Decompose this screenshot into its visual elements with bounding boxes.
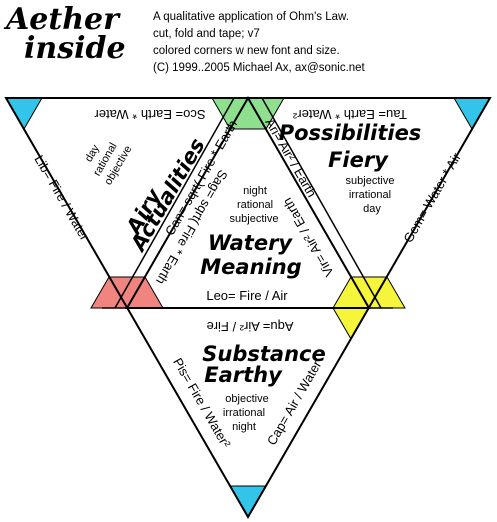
meaning-title: Meaning	[200, 255, 301, 279]
header-line4: (C) 1999..2005 Michael Ax, ax@sonic.net	[153, 62, 366, 74]
earthy-desc-objective: objective	[225, 393, 268, 405]
fiery-desc-subjective: subjective	[346, 175, 395, 187]
fiery-desc-day: day	[363, 203, 381, 215]
earthy-panel: Aqu= Air² / Fire Substance Earthy object…	[170, 319, 326, 451]
earthy-desc-night: night	[232, 421, 256, 433]
fold-line-left	[114, 97, 235, 309]
cyan-corner-top-left	[5, 97, 43, 130]
watery-desc-subjective: subjective	[230, 213, 279, 225]
gem-formula: Gem= Water * Air	[400, 150, 464, 246]
fold-line-right	[261, 97, 382, 309]
fiery-title: Fiery	[328, 148, 389, 172]
earthy-title: Earthy	[204, 363, 283, 387]
sco-formula: Sco= Earth * Water	[94, 107, 206, 122]
header-text: A qualitative application of Ohm's Law. …	[153, 11, 366, 74]
fiery-panel: Possibilities Fiery subjective irrationa…	[262, 107, 464, 279]
logo-line2: inside	[24, 31, 126, 66]
logo-line1: Aether	[3, 2, 121, 37]
aqu-formula: Aqu= Air² / Fire	[206, 319, 293, 334]
lib-formula: Lib= Fire / Water	[31, 152, 92, 243]
aether-inside-logo: Aether inside	[3, 2, 126, 66]
earthy-desc-irrational: irrational	[223, 407, 265, 419]
possibilities-title: Possibilities	[279, 121, 422, 145]
watery-desc-rational: rational	[237, 199, 273, 211]
header-line1: A qualitative application of Ohm's Law.	[153, 11, 349, 23]
header-line2: cut, fold and tape; v7	[153, 28, 260, 40]
cyan-corner-bottom	[229, 485, 267, 518]
fiery-desc-irrational: irrational	[349, 189, 391, 201]
substance-title: Substance	[202, 342, 325, 366]
yellow-corner-below	[332, 307, 370, 340]
watery-panel: night rational subjective Watery Meaning…	[200, 185, 301, 303]
cyan-corner-top-right	[453, 97, 491, 130]
watery-desc-night: night	[243, 185, 267, 197]
leo-formula: Leo= Fire / Air	[206, 288, 288, 303]
watery-title: Watery	[208, 231, 294, 255]
triangle-outlines	[4, 95, 492, 519]
header-line3: colored corners w new font and size.	[153, 45, 340, 57]
tau-formula: Tau= Earth * Water²	[292, 107, 407, 122]
